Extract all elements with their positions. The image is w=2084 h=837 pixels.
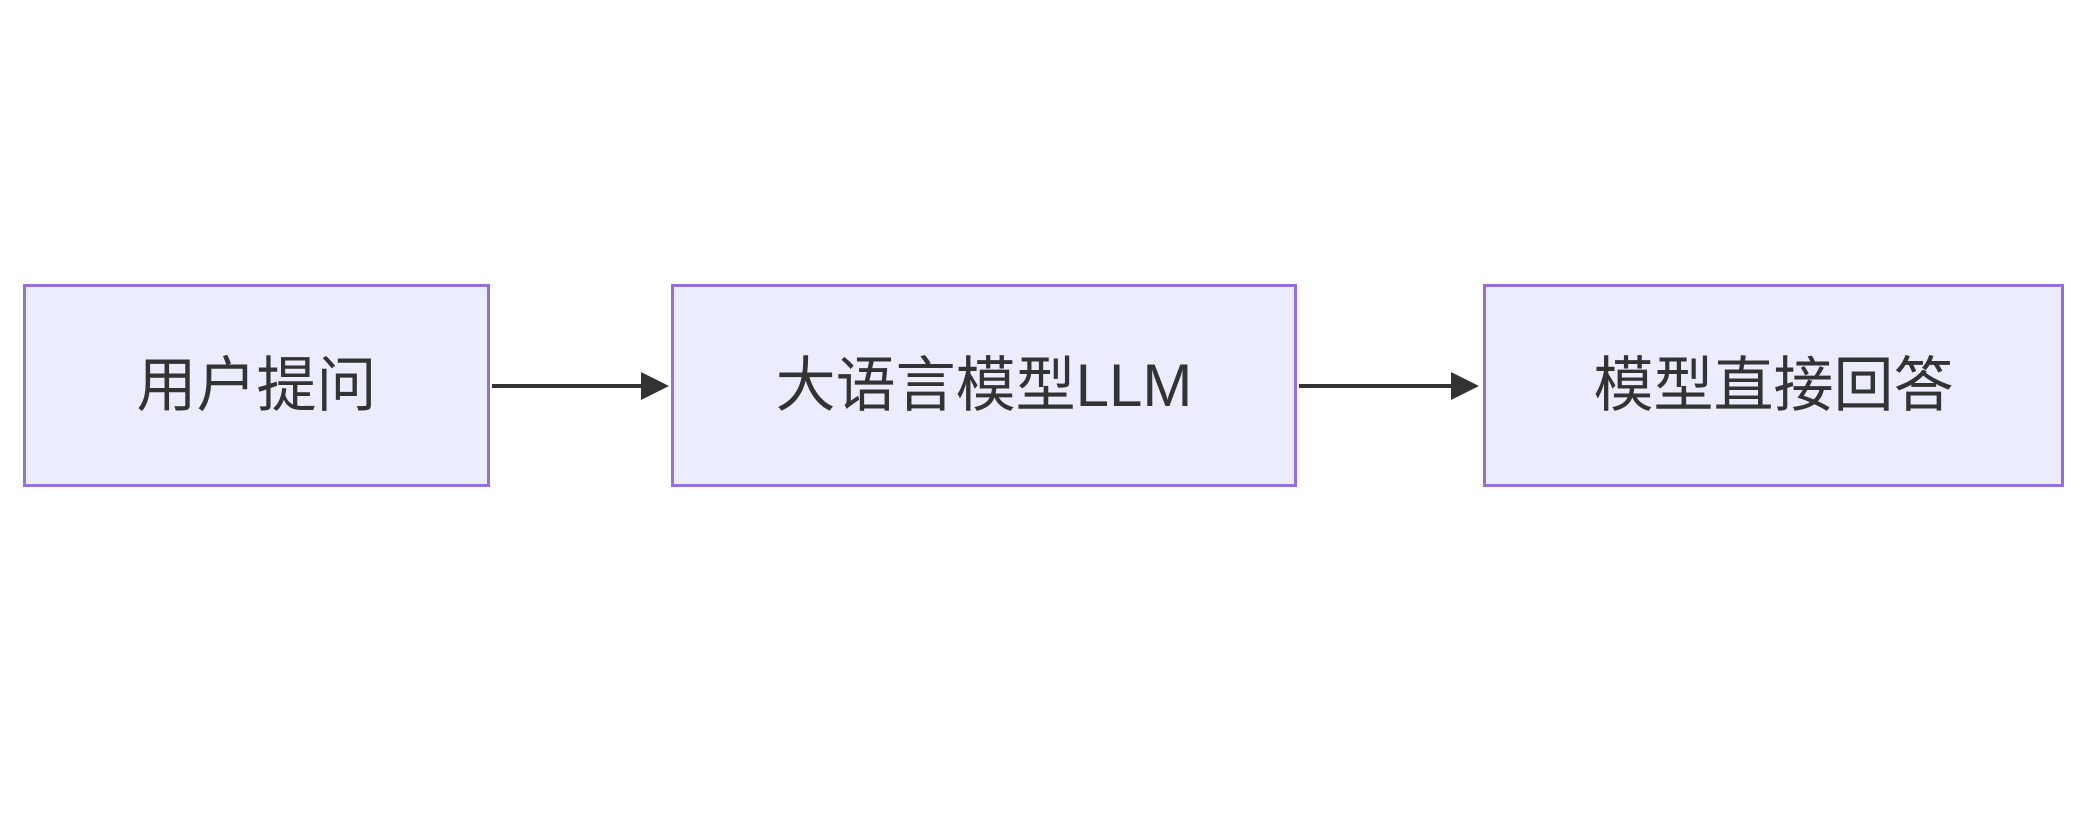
node-llm: 大语言模型LLM [671, 284, 1297, 487]
node-label: 大语言模型LLM [775, 351, 1193, 419]
node-label: 模型直接回答 [1593, 351, 1954, 419]
node-label: 用户提问 [136, 351, 377, 419]
node-model-answer: 模型直接回答 [1483, 284, 2064, 487]
edge-arrow-2 [1299, 372, 1479, 400]
node-user-question: 用户提问 [23, 284, 490, 487]
edge-arrow-1 [492, 372, 669, 400]
